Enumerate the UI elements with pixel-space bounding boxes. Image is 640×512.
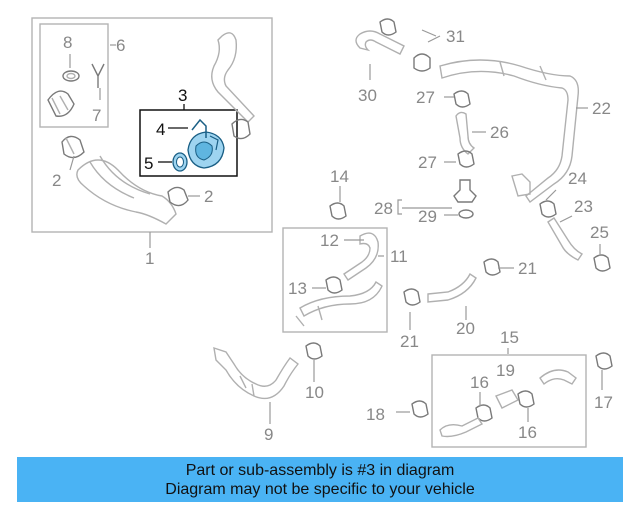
callout-2-upper: 2 <box>52 171 61 190</box>
callout-6: 6 <box>116 36 125 55</box>
part-26-hose[interactable] <box>455 111 476 155</box>
part-27-clamp-upper[interactable] <box>453 90 471 108</box>
callout-26: 26 <box>490 123 509 142</box>
callout-9: 9 <box>264 425 273 444</box>
part-13-clamp[interactable] <box>325 276 343 294</box>
part-24-clamp[interactable] <box>539 200 557 218</box>
info-banner: Part or sub-assembly is #3 in diagram Di… <box>17 457 623 502</box>
part-16-clamp-b[interactable] <box>517 390 535 408</box>
callout-22: 22 <box>592 99 611 118</box>
callout-14: 14 <box>330 167 349 186</box>
part-8-connector[interactable] <box>47 90 75 117</box>
callout-19: 19 <box>496 361 515 380</box>
part-1-top-hose[interactable] <box>211 32 255 123</box>
group-box-3-highlight[interactable] <box>139 109 238 177</box>
callout-4: 4 <box>156 120 165 139</box>
callout-30: 30 <box>358 86 377 105</box>
callout-23: 23 <box>574 197 593 216</box>
banner-line-2: Diagram may not be specific to your vehi… <box>165 481 475 498</box>
callout-25: 25 <box>590 223 609 242</box>
callout-16-right: 16 <box>518 423 537 442</box>
callout-12: 12 <box>320 231 339 250</box>
callout-7: 7 <box>92 106 101 125</box>
part-18-clamp[interactable] <box>411 400 429 418</box>
part-9-hose[interactable] <box>213 346 299 400</box>
part-15-hose-lower[interactable] <box>439 417 484 438</box>
callout-28: 28 <box>374 199 393 218</box>
part-27-clamp-lower[interactable] <box>457 150 475 168</box>
callout-21-right: 21 <box>518 259 537 278</box>
callout-1: 1 <box>145 249 154 268</box>
callout-13: 13 <box>288 279 307 298</box>
part-17-clamp[interactable] <box>595 352 613 370</box>
callout-3: 3 <box>178 86 187 105</box>
part-31-clamp-b[interactable] <box>413 53 431 72</box>
part-31-clamp-a[interactable] <box>379 18 397 36</box>
part-2-clamp-lower[interactable] <box>167 186 189 207</box>
part-30-hose[interactable] <box>355 30 405 55</box>
callout-2-lower: 2 <box>204 187 213 206</box>
part-15-fitting[interactable] <box>495 389 519 409</box>
part-14-clamp[interactable] <box>329 202 347 220</box>
callout-27-upper: 27 <box>416 88 435 107</box>
part-3-thermostat-housing[interactable] <box>187 131 225 169</box>
part-22-pipe[interactable] <box>439 59 580 204</box>
part-5-o-ring[interactable] <box>172 152 188 172</box>
part-2-clamp-upper[interactable] <box>61 135 85 159</box>
part-19-hose[interactable] <box>539 369 577 386</box>
callout-5: 5 <box>144 154 153 173</box>
part-28-sensor[interactable] <box>453 179 477 203</box>
part-12-hose[interactable] <box>343 232 379 281</box>
part-7-clip[interactable] <box>91 63 105 88</box>
part-21-clamp-b[interactable] <box>483 258 501 276</box>
part-11-pipe[interactable] <box>295 280 383 327</box>
part-25-clamp[interactable] <box>593 254 611 272</box>
callout-17: 17 <box>594 393 613 412</box>
part-21-clamp-a[interactable] <box>403 288 421 306</box>
part-20-hose[interactable] <box>427 272 477 303</box>
part-16-clamp-a[interactable] <box>475 404 493 422</box>
part-1-hose[interactable] <box>76 155 177 225</box>
group-box-11 <box>282 227 388 333</box>
part-8-clamp[interactable] <box>62 70 80 82</box>
banner-line-1: Part or sub-assembly is #3 in diagram <box>185 462 455 479</box>
part-1-clamp-right[interactable] <box>231 118 251 140</box>
group-box-6 <box>39 23 109 128</box>
part-29-seal[interactable] <box>458 209 474 219</box>
part-22-bracket[interactable] <box>511 173 531 197</box>
part-23-hose[interactable] <box>547 217 584 261</box>
callout-21-left: 21 <box>400 332 419 351</box>
callout-31: 31 <box>446 27 465 46</box>
callout-16-left: 16 <box>470 373 489 392</box>
callout-24: 24 <box>568 169 587 188</box>
callout-15: 15 <box>500 328 519 347</box>
callout-11: 11 <box>390 247 408 266</box>
part-10-clamp[interactable] <box>305 342 323 360</box>
group-box-15 <box>431 354 587 448</box>
callout-29: 29 <box>418 207 437 226</box>
group-box-1 <box>31 17 273 233</box>
callout-20: 20 <box>456 319 475 338</box>
callout-10: 10 <box>305 383 324 402</box>
callout-8: 8 <box>63 33 72 52</box>
part-4-sensor-wire[interactable] <box>191 118 207 138</box>
parts-diagram: 8 6 7 3 4 5 2 2 1 31 30 27 22 26 27 28 2… <box>31 17 613 448</box>
callout-18: 18 <box>366 405 385 424</box>
callout-27-lower: 27 <box>418 153 437 172</box>
